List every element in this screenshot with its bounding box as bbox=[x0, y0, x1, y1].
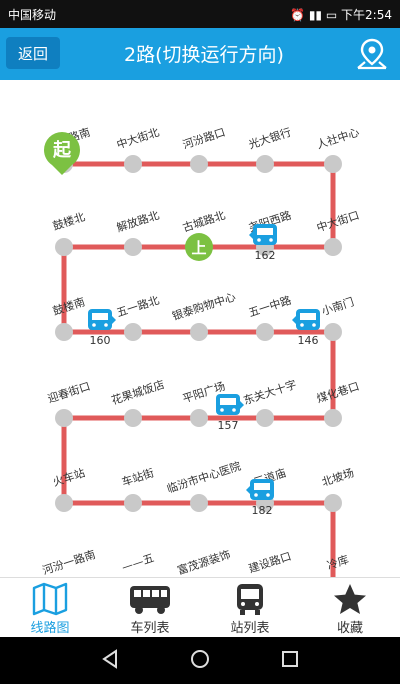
stop-label[interactable]: 建设路口 bbox=[247, 549, 293, 576]
stop-label[interactable]: 北坡场 bbox=[320, 465, 356, 489]
bus-plate: 160 bbox=[90, 334, 111, 347]
tab-bus-list[interactable]: 车列表 bbox=[100, 578, 200, 638]
stop-dot[interactable] bbox=[124, 494, 142, 512]
map-pin-icon[interactable] bbox=[354, 36, 390, 72]
bus-marker[interactable]: 160 bbox=[88, 309, 116, 347]
stop-label[interactable]: 鼓楼南 bbox=[51, 294, 87, 318]
stop-label[interactable]: 河汾路口 bbox=[181, 126, 227, 152]
stop-dot[interactable] bbox=[256, 155, 274, 173]
bus-marker[interactable]: 162 bbox=[249, 224, 277, 262]
bus-marker[interactable]: 182 bbox=[246, 479, 274, 517]
bus-plate: 146 bbox=[298, 334, 319, 347]
stop-label[interactable]: 解放路北 bbox=[115, 208, 161, 235]
board-badge-label: 上 bbox=[191, 239, 206, 257]
stop-label[interactable]: 银泰购物中心 bbox=[170, 289, 237, 323]
tab-stop-list[interactable]: 站列表 bbox=[200, 578, 300, 638]
tab-favorites[interactable]: 收藏 bbox=[300, 578, 400, 638]
stop-dot[interactable] bbox=[190, 409, 208, 427]
signal-icon: ▮▮ bbox=[308, 8, 323, 22]
board-badge: 上 bbox=[185, 233, 213, 261]
stop-label[interactable]: 中大街口 bbox=[315, 208, 361, 235]
status-right: ⏰ ▮▮ ▭ 下午2:54 bbox=[290, 6, 392, 23]
stop-label[interactable]: 东关大十字 bbox=[241, 377, 298, 407]
stop-dot[interactable] bbox=[124, 238, 142, 256]
stop-label[interactable]: 花果城饭店 bbox=[109, 377, 166, 407]
stop-dot[interactable] bbox=[55, 494, 73, 512]
stop-dot[interactable] bbox=[190, 494, 208, 512]
direction-arrow-icon bbox=[249, 231, 253, 239]
stop-label[interactable]: 鼓楼北 bbox=[51, 209, 87, 233]
stop-dot[interactable] bbox=[124, 155, 142, 173]
stop-dot[interactable] bbox=[124, 323, 142, 341]
stop-dot[interactable] bbox=[190, 323, 208, 341]
home-circle-icon[interactable] bbox=[188, 647, 212, 671]
stop-label[interactable]: 人社中心 bbox=[315, 125, 361, 152]
bus-marker[interactable]: 146 bbox=[292, 309, 320, 347]
stop-label[interactable]: 古城路北 bbox=[181, 209, 227, 235]
bus-plate: 157 bbox=[218, 419, 239, 432]
stop-label[interactable]: 临汾市中心医院 bbox=[165, 459, 243, 496]
stop-label[interactable]: 富茂源装饰 bbox=[175, 547, 232, 577]
tab-route-map[interactable]: 线路图 bbox=[0, 578, 100, 638]
route-line bbox=[61, 161, 336, 577]
battery-icon: ▭ bbox=[325, 8, 338, 22]
bus-plate: 162 bbox=[255, 249, 276, 262]
stop-dot[interactable] bbox=[124, 409, 142, 427]
stop-label[interactable]: 煤化巷口 bbox=[315, 379, 361, 406]
stop-dot[interactable] bbox=[55, 238, 73, 256]
stop-dot[interactable] bbox=[324, 409, 342, 427]
stop-label[interactable]: 中大街北 bbox=[115, 125, 161, 152]
stop-dot[interactable] bbox=[190, 155, 208, 173]
stop-label[interactable]: 五一路北 bbox=[115, 294, 161, 320]
map-book-icon bbox=[32, 582, 68, 616]
route-map: 工业路南中大街北河汾路口光大银行人社中心鼓楼北解放路北古城路北尧阳西路中大街口鼓… bbox=[41, 125, 361, 577]
stop-dot[interactable] bbox=[55, 409, 73, 427]
back-triangle-icon[interactable] bbox=[98, 647, 122, 671]
direction-arrow-icon bbox=[112, 316, 116, 324]
bus-side-icon bbox=[130, 586, 170, 614]
stop-label[interactable]: 河汾一路南 bbox=[41, 548, 97, 577]
direction-arrow-icon bbox=[240, 401, 244, 409]
bus-plate: 182 bbox=[252, 504, 273, 517]
stop-label[interactable]: 五一中路 bbox=[247, 294, 293, 320]
stop-dot[interactable] bbox=[324, 155, 342, 173]
stop-dot[interactable] bbox=[324, 323, 342, 341]
stop-dot[interactable] bbox=[324, 238, 342, 256]
stop-dot[interactable] bbox=[324, 494, 342, 512]
page-title[interactable]: 2路(切换运行方向) bbox=[124, 44, 284, 66]
stop-label[interactable]: 火车站 bbox=[51, 465, 87, 489]
recents-square-icon[interactable] bbox=[278, 647, 302, 671]
bus-front-icon bbox=[237, 584, 263, 615]
back-button[interactable]: 返回 bbox=[6, 37, 60, 69]
stop-label[interactable]: 光大银行 bbox=[247, 125, 293, 152]
tab-label: 线路图 bbox=[30, 621, 70, 636]
stop-label[interactable]: ——五 bbox=[120, 551, 155, 574]
tab-label: 车列表 bbox=[130, 621, 170, 636]
star-icon bbox=[334, 584, 366, 614]
stop-label[interactable]: 车站街 bbox=[120, 465, 156, 489]
start-badge: 起 bbox=[43, 132, 81, 175]
stop-dot[interactable] bbox=[256, 409, 274, 427]
tab-label: 收藏 bbox=[336, 621, 363, 636]
clock: 下午2:54 bbox=[341, 8, 392, 22]
stop-label[interactable]: 小南门 bbox=[320, 294, 356, 318]
header: 返回 2路(切换运行方向) bbox=[0, 28, 400, 80]
stop-label[interactable]: 冷库 bbox=[325, 553, 350, 572]
start-badge-label: 起 bbox=[52, 139, 72, 161]
carrier-label: 中国移动 bbox=[8, 8, 57, 22]
stop-label[interactable]: 迎春街口 bbox=[46, 379, 92, 406]
direction-arrow-icon bbox=[292, 316, 296, 324]
alarm-icon: ⏰ bbox=[290, 8, 305, 22]
tab-label: 站列表 bbox=[230, 621, 270, 636]
direction-arrow-icon bbox=[246, 486, 250, 494]
status-bar: 中国移动 ⏰ ▮▮ ▭ 下午2:54 bbox=[0, 0, 400, 28]
stop-dot[interactable] bbox=[55, 323, 73, 341]
tab-bar: 线路图 车列表 站列表 收藏 bbox=[0, 577, 400, 638]
stop-dot[interactable] bbox=[256, 323, 274, 341]
bus-marker[interactable]: 157 bbox=[216, 394, 244, 432]
system-nav-bar bbox=[0, 637, 400, 684]
